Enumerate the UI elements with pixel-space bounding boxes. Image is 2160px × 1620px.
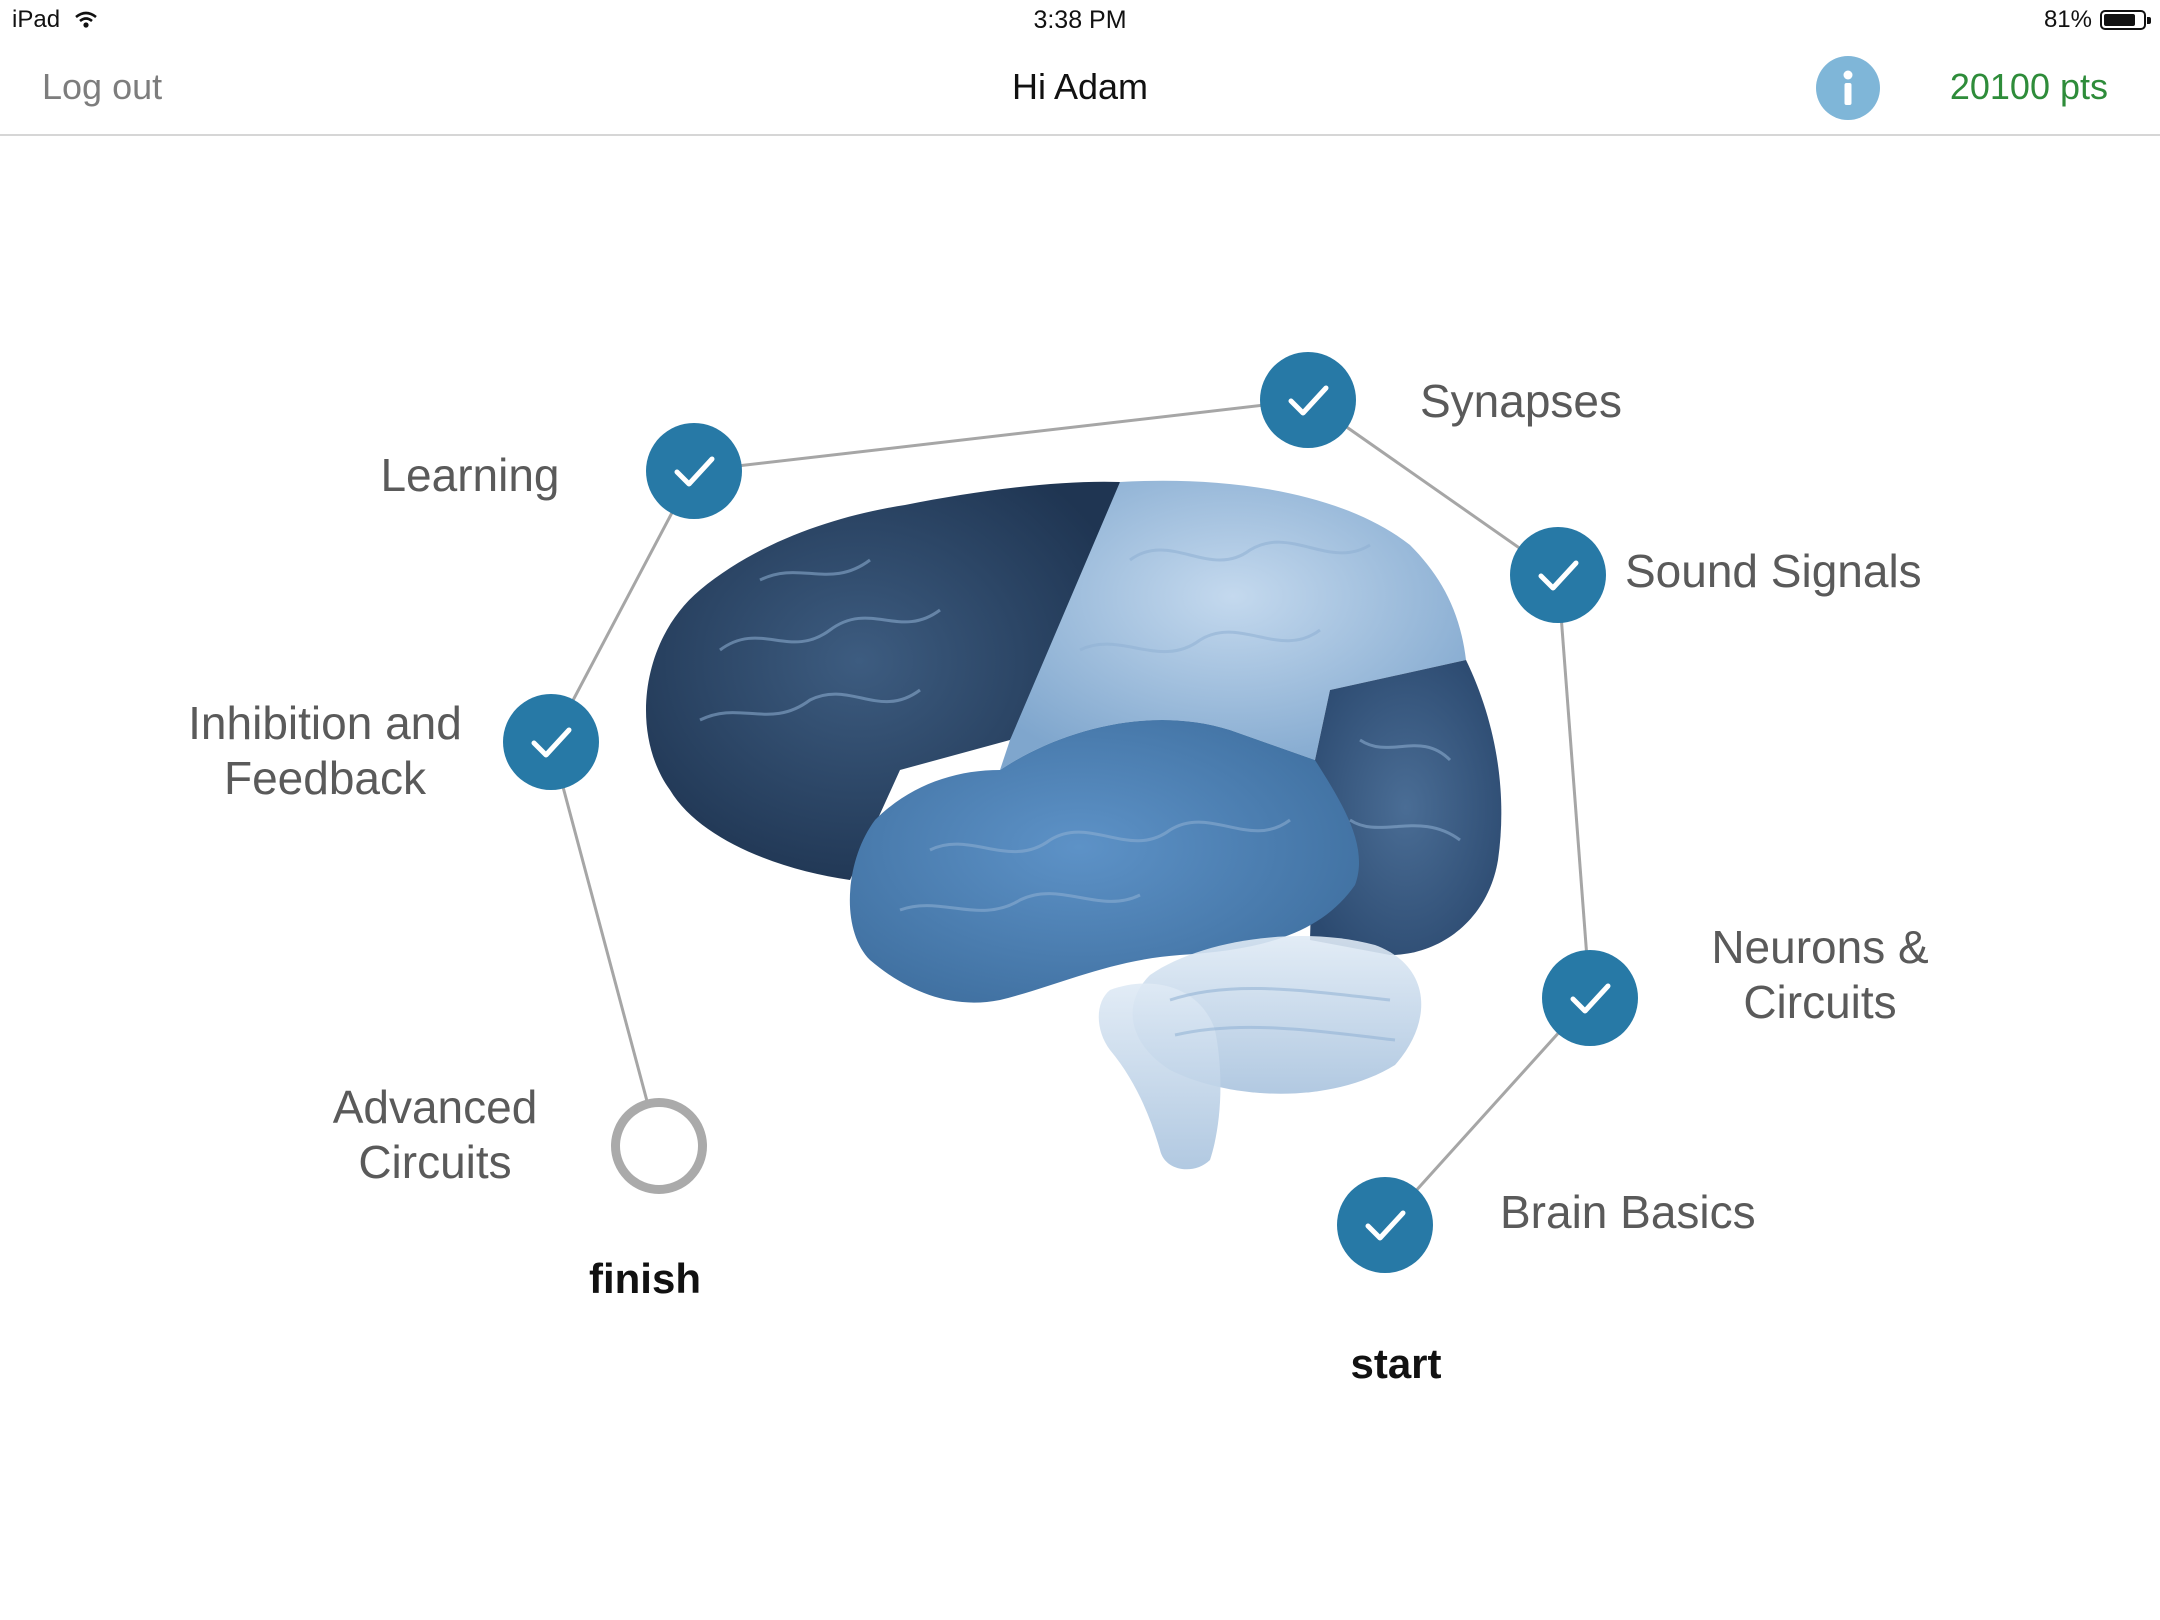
- module-node-neurons-circuits[interactable]: [1542, 950, 1638, 1046]
- module-node-learning[interactable]: [646, 423, 742, 519]
- module-label-sound-signals: Sound Signals: [1625, 545, 1922, 597]
- brain-stem: [1098, 983, 1221, 1170]
- wifi-icon: [75, 11, 97, 28]
- finish-label: finish: [589, 1255, 701, 1302]
- path-segment: [1383, 996, 1592, 1227]
- battery-level-fill: [2104, 14, 2135, 26]
- checkmark-icon: [1538, 560, 1579, 591]
- module-node-inhibition-feedback[interactable]: [503, 694, 599, 790]
- checkmark-icon: [1288, 385, 1329, 416]
- points-counter: 20100 pts: [1949, 66, 2108, 107]
- module-label-neurons-circuits: Neurons & Circuits: [1711, 921, 1929, 1028]
- checkmark-icon: [674, 456, 715, 487]
- status-bar-right: 81%: [2043, 6, 2151, 34]
- module-node-advanced-circuits[interactable]: [611, 1098, 707, 1194]
- path-segment: [693, 398, 1309, 473]
- brain-temporal-lobe: [849, 719, 1360, 1003]
- status-bar-left: iPad: [12, 6, 98, 34]
- module-label-learning: Learning: [380, 449, 560, 501]
- module-label-inhibition-feedback: Inhibition and Feedback: [188, 697, 462, 804]
- battery-percent: 81%: [2043, 6, 2092, 33]
- module-label-advanced-circuits: Advanced Circuits: [332, 1081, 538, 1188]
- module-node-sound-signals[interactable]: [1510, 527, 1606, 623]
- info-button[interactable]: [1816, 56, 1880, 120]
- clock: 3:38 PM: [1033, 6, 1127, 34]
- info-icon: [1843, 70, 1853, 105]
- path-segment: [1556, 574, 1592, 999]
- path-segment: [549, 470, 696, 743]
- start-label: start: [1350, 1340, 1442, 1387]
- module-label-brain-basics: Brain Basics: [1500, 1186, 1756, 1238]
- module-path: [549, 398, 1592, 1227]
- device-name: iPad: [12, 6, 61, 33]
- path-segment: [1307, 398, 1559, 577]
- brain-illustration: [646, 480, 1502, 1170]
- logout-button[interactable]: Log out: [42, 66, 163, 107]
- checkmark-icon: [1570, 983, 1611, 1014]
- module-node-brain-basics[interactable]: [1337, 1177, 1433, 1273]
- status-bar: iPad 3:38 PM 81%: [0, 0, 2160, 40]
- checkmark-icon: [531, 727, 572, 758]
- brain-occipital-lobe: [1310, 660, 1502, 955]
- module-label-synapses: Synapses: [1420, 375, 1623, 427]
- path-segment: [549, 741, 661, 1147]
- battery-icon: [2100, 10, 2151, 30]
- brain-frontal-lobe: [646, 481, 1120, 880]
- checkmark-icon: [1365, 1210, 1406, 1241]
- module-node-synapses[interactable]: [1260, 352, 1356, 448]
